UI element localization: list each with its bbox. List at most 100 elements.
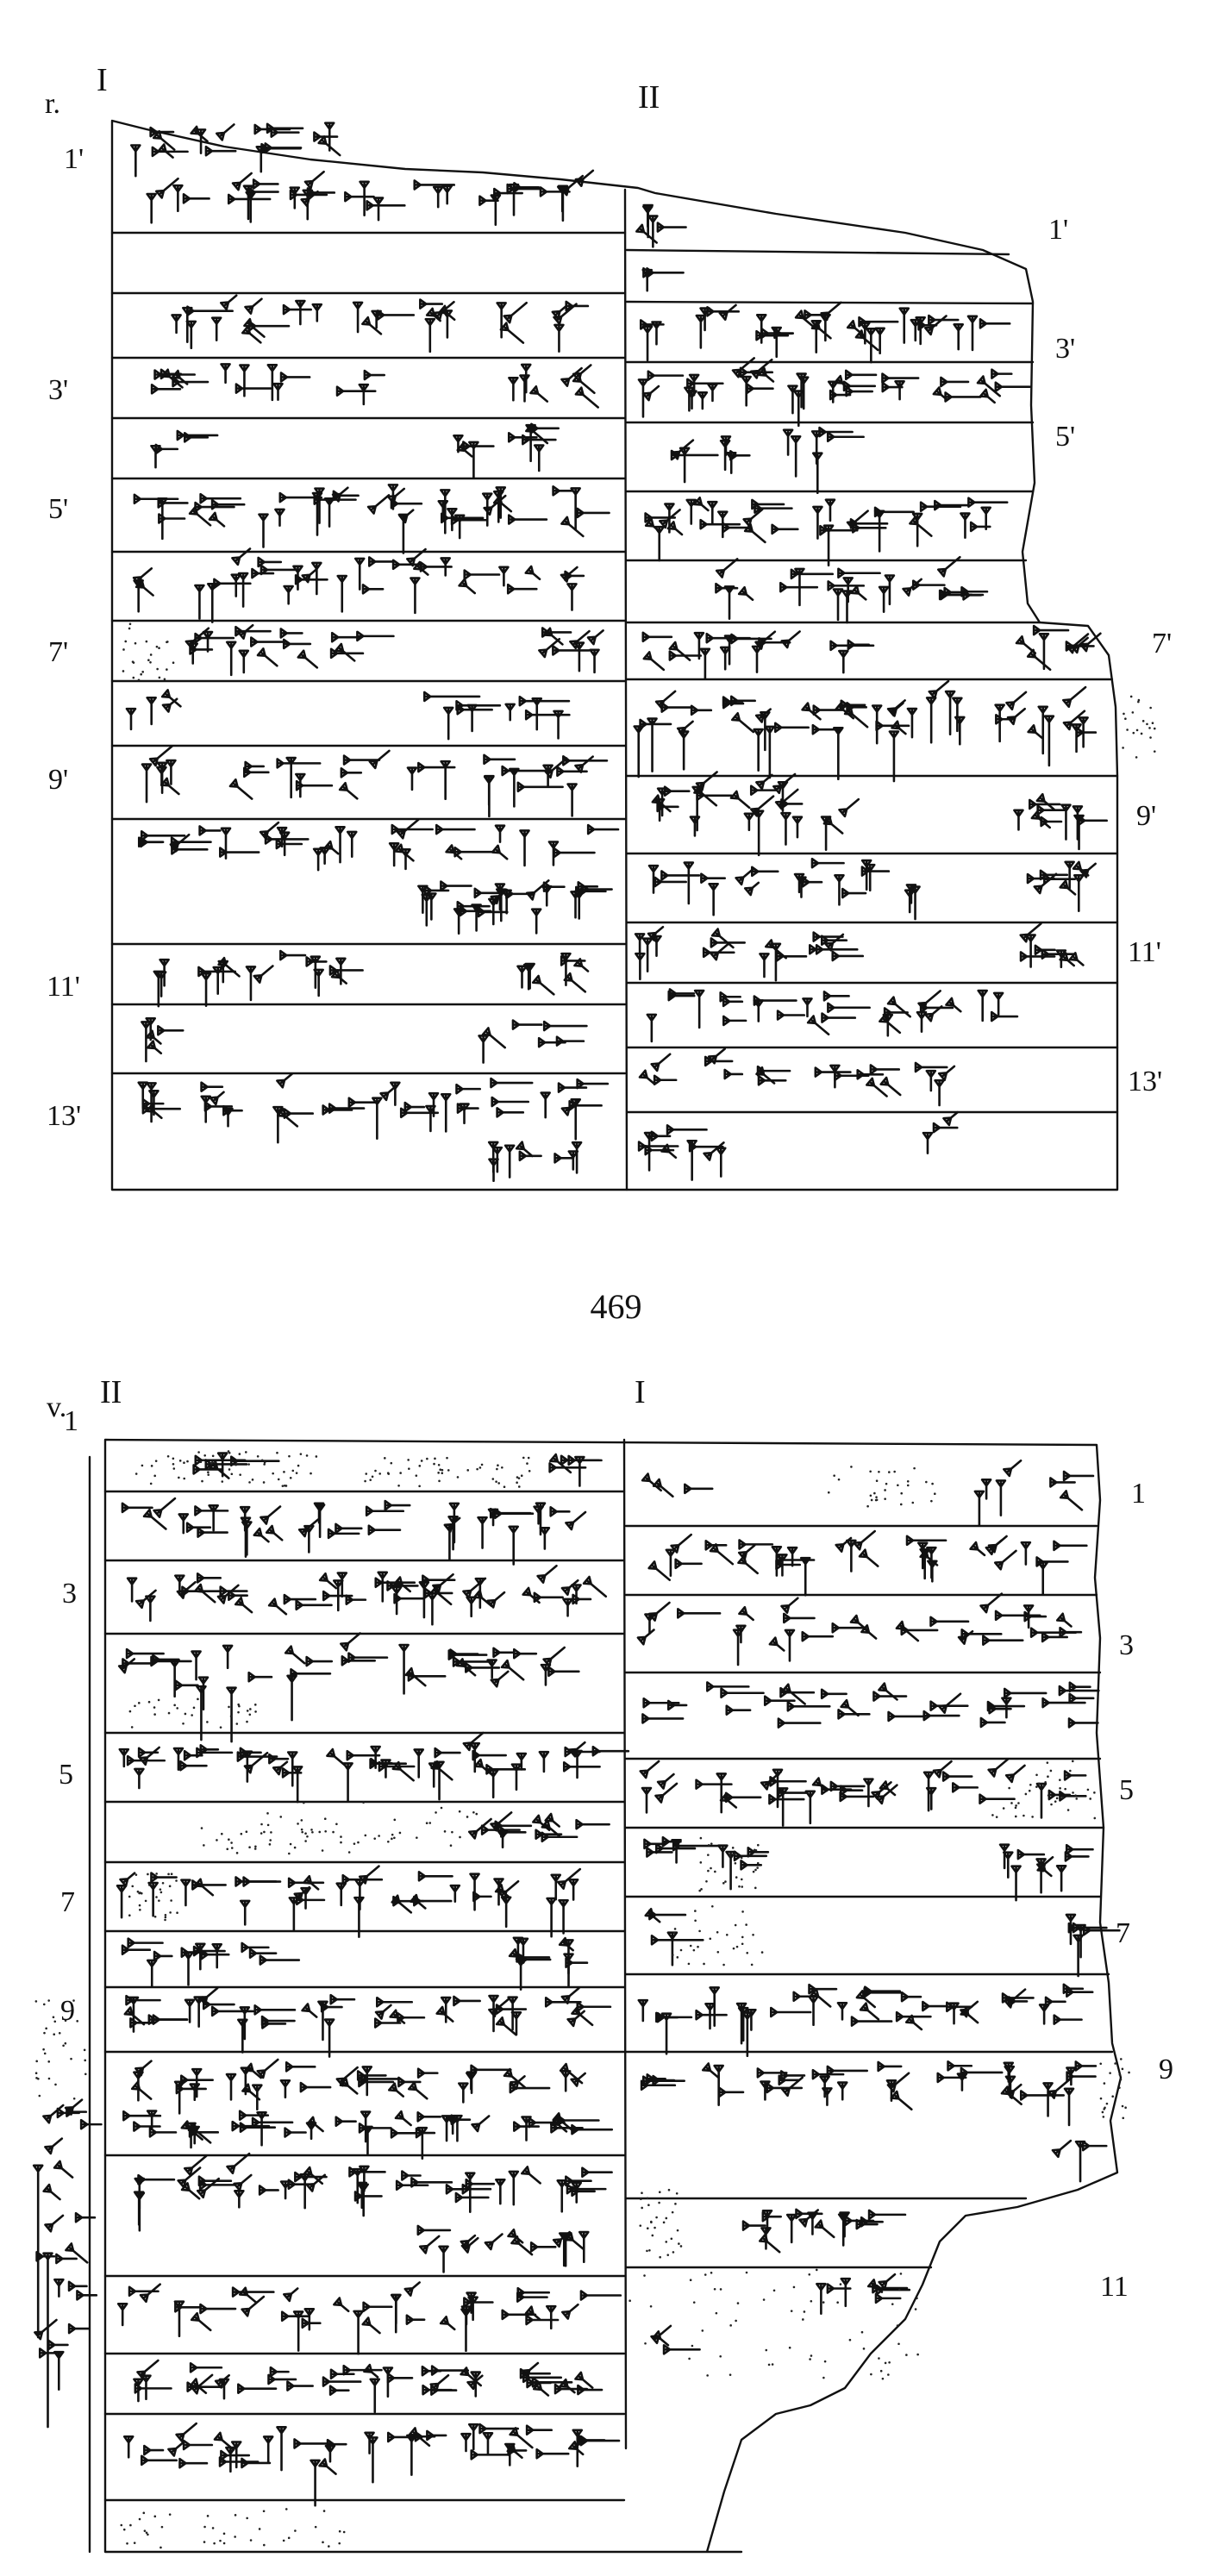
damage-stipple <box>707 1869 710 1873</box>
cuneiform-wedge <box>544 1812 560 1828</box>
damage-stipple <box>1015 1804 1017 1807</box>
cuneiform-wedge <box>925 697 937 744</box>
cuneiform-wedge <box>303 2308 316 2331</box>
cuneiform-wedge <box>948 2002 960 2025</box>
cuneiform-wedge <box>1070 636 1089 654</box>
damage-stipple <box>53 2033 56 2036</box>
damage-stipple <box>291 1469 295 1472</box>
cuneiform-wedge <box>533 1591 564 1604</box>
cuneiform-wedge <box>416 2224 452 2236</box>
damage-stipple <box>270 1831 272 1834</box>
damage-stipple <box>641 2191 643 2195</box>
cuneiform-wedge <box>235 625 272 637</box>
cuneiform-wedge <box>508 376 519 402</box>
cuneiform-wedge <box>529 2241 557 2253</box>
cuneiform-wedge <box>507 514 548 525</box>
cuneiform-wedge <box>422 1574 456 1586</box>
damage-stipple <box>54 2083 57 2086</box>
cuneiform-wedge <box>998 1843 1010 1870</box>
damage-stipple <box>1119 2058 1123 2060</box>
damage-stipple <box>745 2271 748 2274</box>
damage-stipple <box>228 1838 230 1841</box>
damage-stipple <box>199 1460 203 1464</box>
cuneiform-wedge <box>237 2018 248 2054</box>
cuneiform-wedge <box>519 829 530 867</box>
cuneiform-wedge <box>193 1878 215 1897</box>
damage-stipple <box>122 2528 126 2531</box>
cuneiform-wedge <box>858 316 899 328</box>
obverse-side-label: r. <box>45 88 60 120</box>
damage-stipple <box>47 2077 51 2080</box>
cuneiform-wedge <box>945 997 962 1013</box>
cuneiform-wedge <box>653 1074 678 1086</box>
cuneiform-wedge <box>867 2209 907 2221</box>
damage-stipple <box>260 1459 264 1462</box>
damage-stipple <box>1102 2116 1105 2118</box>
cuneiform-wedge <box>508 2170 520 2206</box>
damage-stipple <box>1153 727 1156 730</box>
cuneiform-wedge <box>157 1024 184 1036</box>
damage-stipple <box>43 2031 46 2035</box>
cuneiform-wedge <box>804 1790 816 1825</box>
damage-stipple <box>767 2363 771 2367</box>
cuneiform-wedge <box>565 2175 592 2187</box>
damage-stipple <box>173 1704 176 1707</box>
damage-stipple <box>167 1711 171 1715</box>
damage-stipple <box>387 1472 391 1475</box>
cuneiform-wedge <box>178 1513 190 1535</box>
cuneiform-wedge <box>1055 949 1067 969</box>
cuneiform-wedge <box>199 2303 237 2315</box>
cuneiform-wedge <box>153 970 165 1008</box>
damage-stipple <box>729 1854 731 1857</box>
cuneiform-wedge <box>295 1599 333 1611</box>
cuneiform-wedge <box>909 516 933 537</box>
damage-stipple <box>648 2249 651 2252</box>
cuneiform-wedge <box>196 1747 234 1759</box>
cuneiform-wedge <box>1037 1561 1049 1595</box>
obverse-right-line-1: 1' <box>1048 214 1069 246</box>
damage-stipple <box>246 1710 249 1712</box>
damage-stipple <box>230 1847 234 1849</box>
cuneiform-wedge <box>422 2384 453 2396</box>
damage-stipple <box>219 2539 222 2542</box>
damage-stipple <box>765 2348 768 2352</box>
cuneiform-wedge <box>53 2160 74 2179</box>
cuneiform-wedge <box>953 323 964 351</box>
cuneiform-wedge <box>362 2301 393 2313</box>
cuneiform-wedge <box>419 298 444 309</box>
damage-stipple <box>262 2510 266 2513</box>
damage-stipple <box>357 1841 360 1844</box>
cuneiform-wedge <box>758 2233 781 2254</box>
cuneiform-wedge <box>884 574 896 606</box>
cuneiform-wedge <box>1055 1865 1067 1892</box>
damage-stipple <box>869 1494 872 1497</box>
cuneiform-wedge <box>834 874 845 906</box>
damage-stipple <box>750 1963 754 1966</box>
cuneiform-wedge <box>313 1502 325 1524</box>
cuneiform-wedge <box>260 564 300 576</box>
damage-stipple <box>671 2210 674 2214</box>
cuneiform-wedge <box>1049 1477 1076 1488</box>
cuneiform-wedge <box>973 1490 985 1526</box>
cuneiform-wedge <box>722 996 744 1008</box>
cuneiform-wedge <box>518 695 571 707</box>
damage-stipple <box>230 1841 233 1844</box>
cuneiform-wedge <box>503 301 528 324</box>
cuneiform-wedge <box>869 1064 901 1075</box>
cuneiform-wedge <box>335 1882 347 1907</box>
cuneiform-wedge <box>1025 934 1036 968</box>
cuneiform-wedge <box>647 370 685 381</box>
cuneiform-wedge <box>826 2283 852 2294</box>
cuneiform-wedge <box>463 569 501 580</box>
cuneiform-wedge <box>239 1747 262 1759</box>
damage-stipple <box>771 2363 774 2366</box>
cuneiform-wedge <box>979 1592 1004 1614</box>
cuneiform-wedge <box>713 2064 724 2106</box>
cuneiform-wedge <box>1006 707 1026 726</box>
cuneiform-wedge <box>1081 2140 1108 2152</box>
cuneiform-wedge <box>323 122 335 152</box>
damage-stipple <box>707 1843 710 1847</box>
cuneiform-wedge <box>834 374 851 391</box>
cuneiform-wedge <box>255 146 267 173</box>
cuneiform-wedge <box>463 2297 494 2308</box>
